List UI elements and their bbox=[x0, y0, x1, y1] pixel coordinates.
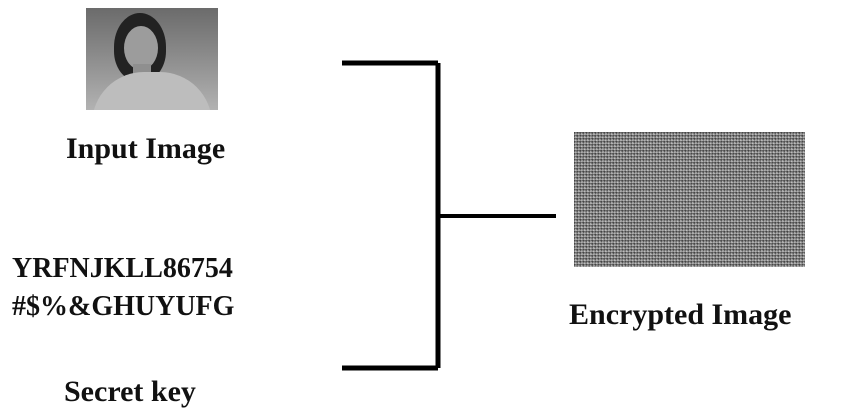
secret-key-line-1: YRFNJKLL86754 bbox=[12, 253, 233, 284]
encrypted-image bbox=[574, 132, 805, 267]
encrypted-image-caption: Encrypted Image bbox=[569, 298, 792, 331]
photo-face bbox=[124, 26, 158, 70]
secret-key-caption: Secret key bbox=[64, 375, 196, 408]
input-image bbox=[86, 8, 218, 110]
secret-key-line-2: #$%&GHUYUFG bbox=[12, 291, 235, 322]
input-image-caption: Input Image bbox=[66, 132, 226, 165]
